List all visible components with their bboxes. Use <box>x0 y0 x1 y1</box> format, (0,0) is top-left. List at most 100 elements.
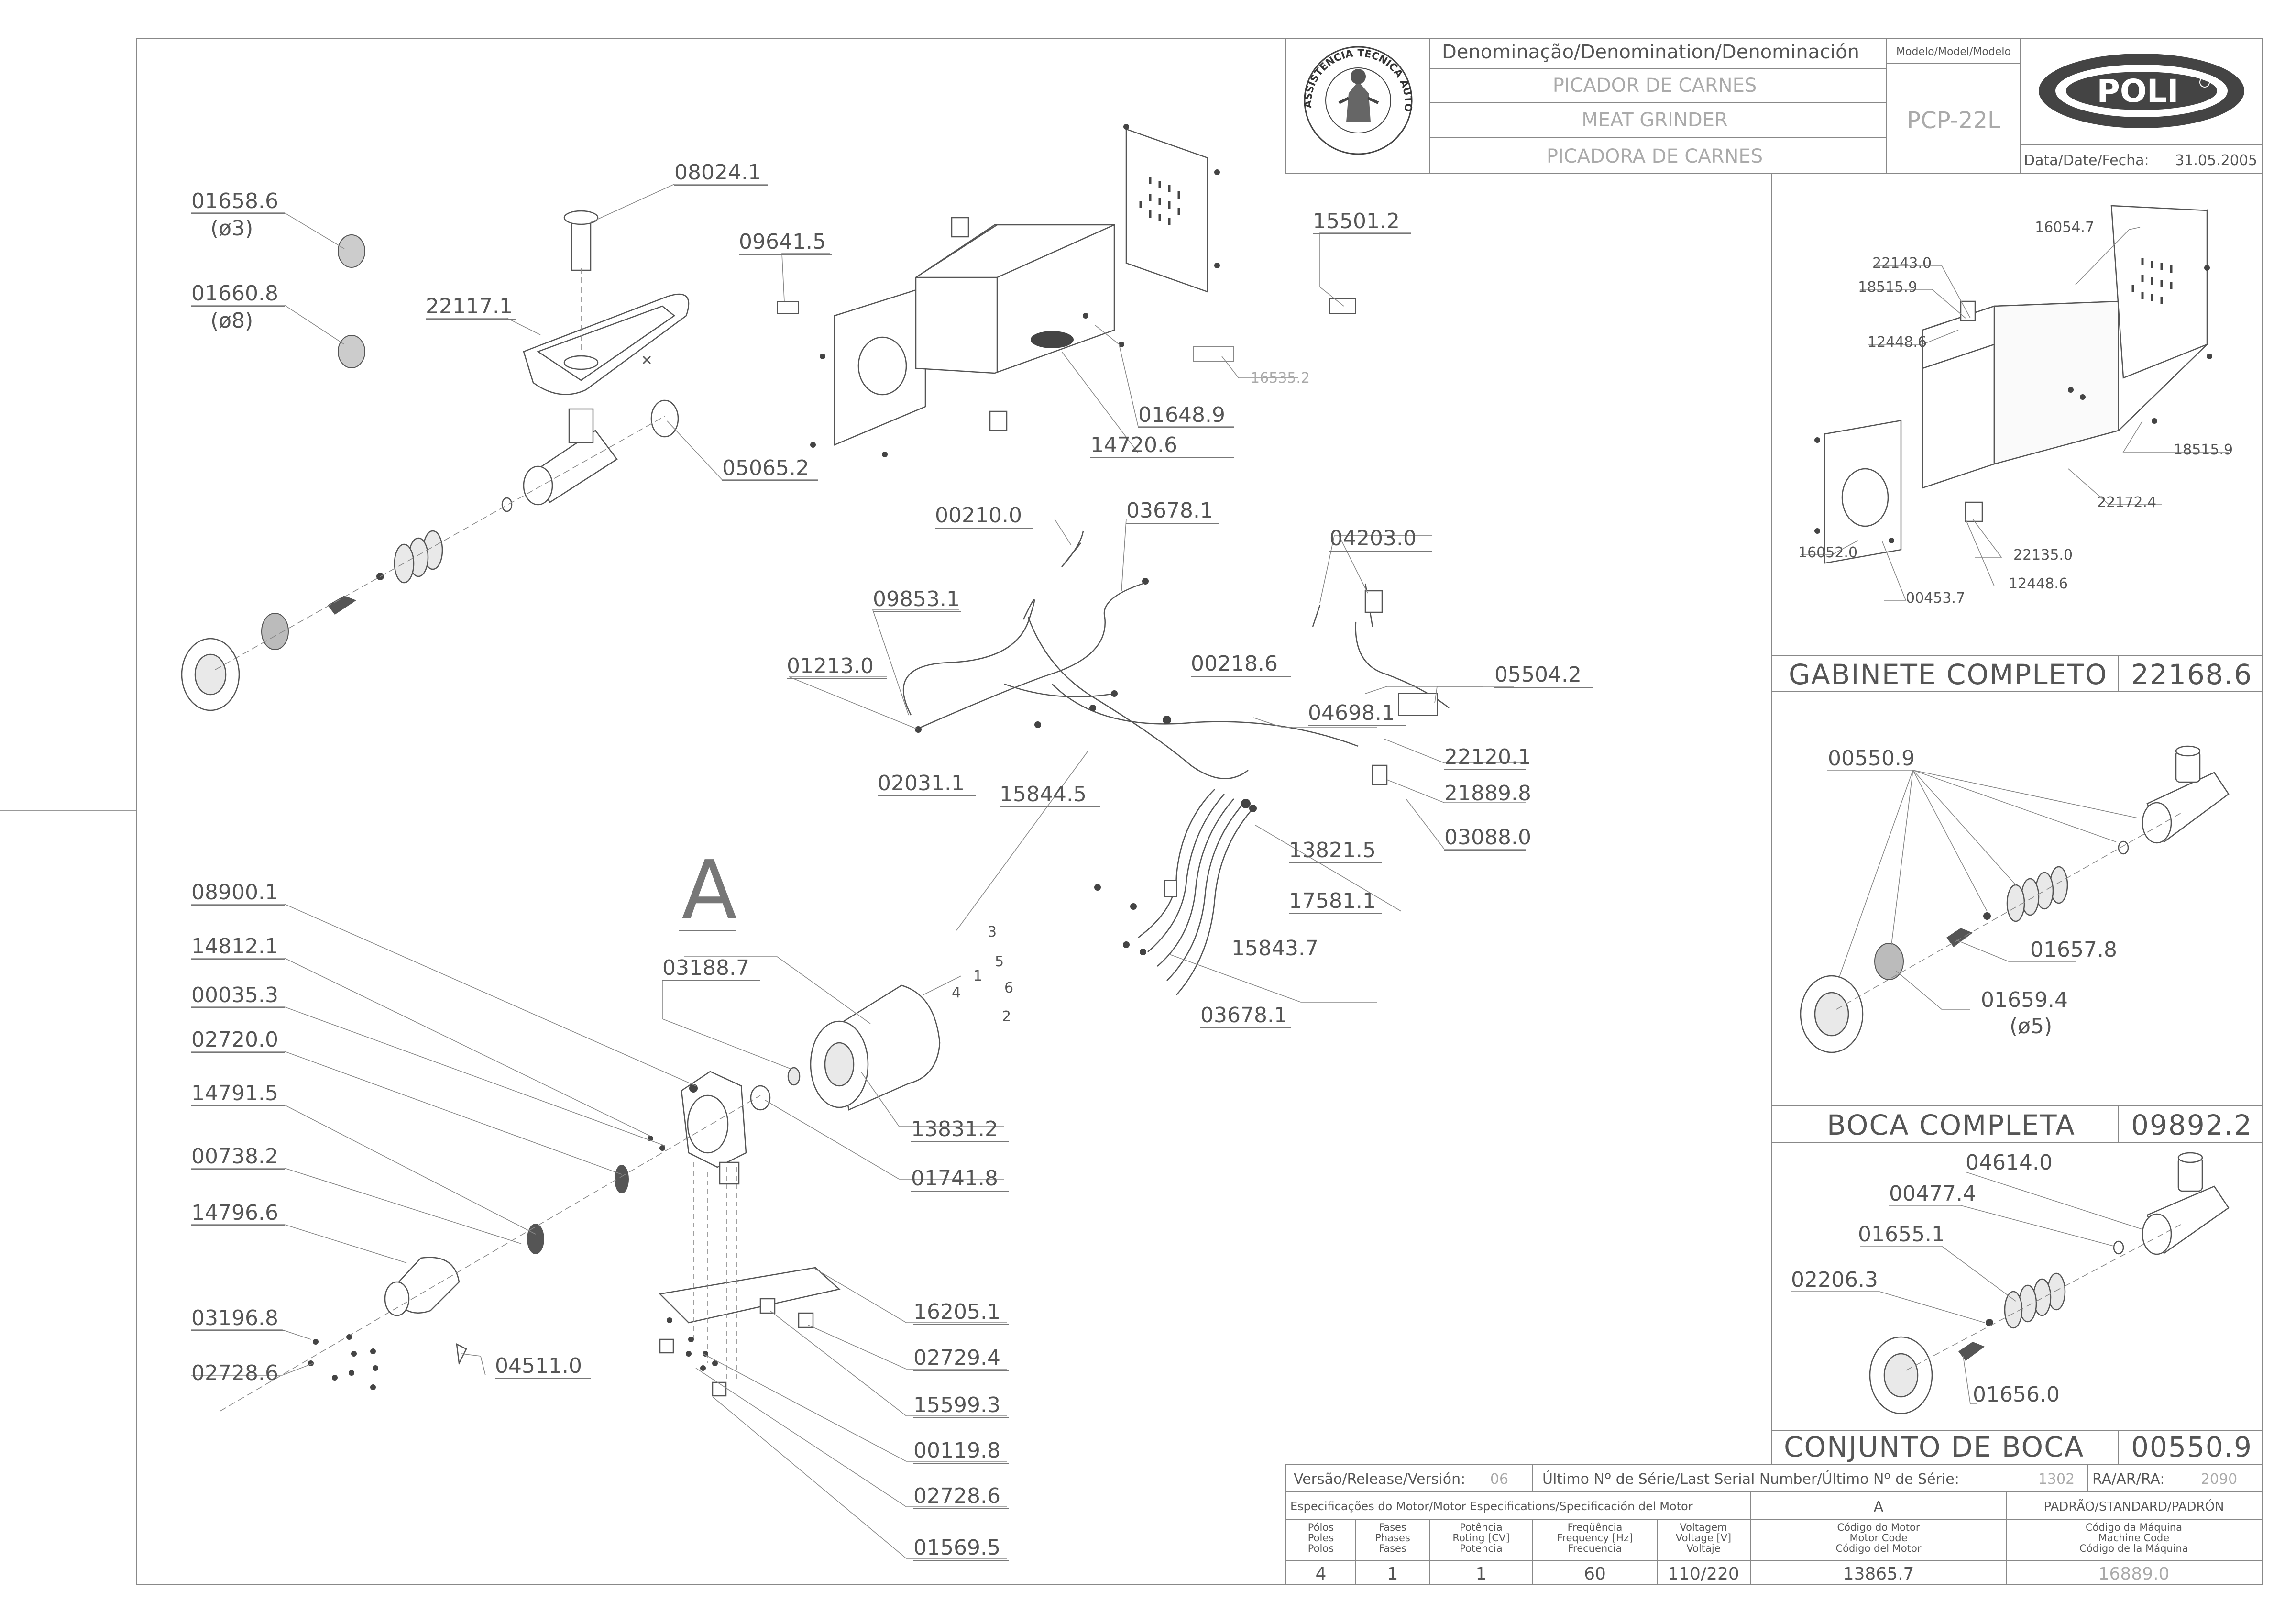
cabinet-assembly-drawing <box>1814 205 2212 564</box>
svg-text:ASSISTÊNCIA TÉCNICA AUTORIZADA: ASSISTÊNCIA TÉCNICA AUTORIZADA <box>0 0 1414 112</box>
part-00550-9-mouth: 00550.9 <box>1828 746 1915 771</box>
authorized-technical-assistance-seal: ASSISTÊNCIA TÉCNICA AUTORIZADA <box>0 0 1414 155</box>
part-13831-2: 13831.2 <box>911 1117 998 1141</box>
version-value: 06 <box>1490 1471 1508 1488</box>
brand-name: POLI <box>2097 73 2178 110</box>
poli-logo: POLI <box>2039 54 2244 128</box>
phases-header-es: Fases <box>1379 1543 1406 1554</box>
subassembly-panels <box>1771 174 2262 1465</box>
part-01658-6: 01658.6 <box>191 189 278 213</box>
motor-spec-label: Especificações do Motor/Motor Especifica… <box>1290 1500 1693 1513</box>
freq-header-pt: Freqüência <box>1568 1522 1623 1533</box>
motor-spec-headers: Pólos Poles Polos Fases Phases Fases Pot… <box>1308 1522 2188 1554</box>
serial-value: 1302 <box>2038 1471 2075 1488</box>
wire-6: 6 <box>1004 980 1013 996</box>
motor-variant: A <box>1874 1499 1884 1515</box>
main-leader-lines <box>191 184 1526 1559</box>
part-03196-8: 03196.8 <box>191 1306 278 1330</box>
part-08024-1: 08024.1 <box>674 160 761 185</box>
part-03188-7: 03188.7 <box>662 956 749 980</box>
part-01213-0: 01213.0 <box>787 654 874 678</box>
mouth-assembly-drawing <box>1800 745 2230 1053</box>
part-04698-1: 04698.1 <box>1308 701 1395 725</box>
freq-value: 60 <box>1584 1564 1606 1584</box>
power-header-es: Potencia <box>1460 1543 1502 1554</box>
part-13821-5: 13821.5 <box>1289 838 1376 862</box>
machine-code-header-en: Machine Code <box>2098 1532 2169 1544</box>
part-16535-2: 16535.2 <box>1251 370 1310 387</box>
poles-header-en: Poles <box>1308 1532 1334 1544</box>
part-02031-1: 02031.1 <box>878 771 965 795</box>
poles-header-pt: Pólos <box>1308 1522 1334 1533</box>
phases-header-pt: Fases <box>1379 1522 1406 1533</box>
part-01657-8: 01657.8 <box>2030 938 2117 962</box>
part-14812-1: 14812.1 <box>191 934 278 959</box>
wire-3: 3 <box>988 924 997 940</box>
part-01660-8-diameter: (ø8) <box>210 309 253 333</box>
part-22143-0: 22143.0 <box>1872 255 1932 272</box>
part-14791-5: 14791.5 <box>191 1081 278 1105</box>
grinder-head-drawing <box>181 210 690 711</box>
drawing-border <box>136 38 2263 1585</box>
wiring-harness-drawing <box>902 530 1450 995</box>
mouth-set-code: 00550.9 <box>2131 1431 2252 1463</box>
cabinet-drawing <box>777 124 1356 457</box>
part-03088-0: 03088.0 <box>1444 825 1531 850</box>
part-01741-8: 01741.8 <box>911 1166 998 1191</box>
model-value: PCP-22L <box>1907 107 2000 134</box>
part-00119-8: 00119.8 <box>913 1438 1000 1463</box>
label-underlines <box>191 185 1593 1561</box>
part-09641-5: 09641.5 <box>739 230 826 254</box>
freq-header-en: Frequency [Hz] <box>1557 1532 1633 1544</box>
model-label: Modelo/Model/Modelo <box>1896 46 2011 58</box>
cabinet-part-numbers: 16054.7 22143.0 18515.9 12448.6 18515.9 … <box>1798 219 2233 607</box>
part-00477-4: 00477.4 <box>1889 1182 1976 1206</box>
part-00218-6: 00218.6 <box>1191 652 1278 676</box>
name-spanish: PICADORA DE CARNES <box>1547 145 1763 167</box>
part-00453-7: 00453.7 <box>1906 590 1965 607</box>
mouth-set-title: CONJUNTO DE BOCA <box>1784 1431 2084 1463</box>
volt-header-en: Voltage [V] <box>1676 1532 1731 1544</box>
wire-numbers: 3 5 1 4 6 2 <box>952 924 1013 1025</box>
mouth-leaders <box>1827 770 2138 1010</box>
part-05504-2: 05504.2 <box>1494 663 1582 687</box>
mouth-set-drawing <box>1869 1152 2230 1414</box>
part-01648-9: 01648.9 <box>1138 403 1225 427</box>
poles-header-es: Polos <box>1308 1543 1334 1554</box>
part-01569-5: 01569.5 <box>913 1536 1000 1560</box>
part-03678-1-bottom: 03678.1 <box>1200 1003 1287 1027</box>
motor-code-header-es: Código del Motor <box>1836 1543 1922 1554</box>
volt-header-pt: Voltagem <box>1680 1522 1727 1533</box>
serial-label: Último Nº de Série/Last Serial Number/Úl… <box>1542 1470 1959 1488</box>
part-00738-2: 00738.2 <box>191 1144 278 1169</box>
part-02729-4: 02729.4 <box>913 1346 1000 1370</box>
wire-5: 5 <box>995 953 1004 970</box>
part-16052-0: 16052.0 <box>1798 544 1857 561</box>
part-02728-6-left: 02728.6 <box>191 1361 278 1385</box>
cabinet-code: 22168.6 <box>2131 658 2252 691</box>
power-value: 1 <box>1476 1564 1487 1584</box>
part-14796-6: 14796.6 <box>191 1201 278 1225</box>
part-22120-1: 22120.1 <box>1444 745 1531 769</box>
part-17581-1: 17581.1 <box>1289 889 1376 913</box>
part-02720-0: 02720.0 <box>191 1027 278 1052</box>
version-label: Versão/Release/Versión: <box>1294 1471 1465 1488</box>
part-01655-1: 01655.1 <box>1858 1222 1945 1247</box>
motor-code-header-en: Motor Code <box>1849 1532 1907 1544</box>
freq-header-es: Frecuencia <box>1568 1543 1622 1554</box>
footer-table <box>1285 1464 2263 1585</box>
power-header-en: Roting [CV] <box>1452 1532 1509 1544</box>
motor-code-header-pt: Código do Motor <box>1837 1522 1920 1533</box>
name-english: MEAT GRINDER <box>1582 109 1728 131</box>
part-01656-0: 01656.0 <box>1973 1382 2060 1407</box>
part-22135-0: 22135.0 <box>2013 547 2073 563</box>
standard-label: PADRÃO/STANDARD/PADRÓN <box>2044 1499 2224 1514</box>
mouth-set-leaders <box>1791 1171 2143 1404</box>
part-15501-2: 15501.2 <box>1313 209 1400 233</box>
part-15599-3: 15599.3 <box>913 1393 1000 1417</box>
part-04614-0: 04614.0 <box>1966 1150 2053 1175</box>
part-01658-6-diameter: (ø3) <box>210 216 253 241</box>
date-value: 31.05.2005 <box>2175 152 2257 169</box>
part-02728-6-bottom: 02728.6 <box>913 1484 1000 1508</box>
